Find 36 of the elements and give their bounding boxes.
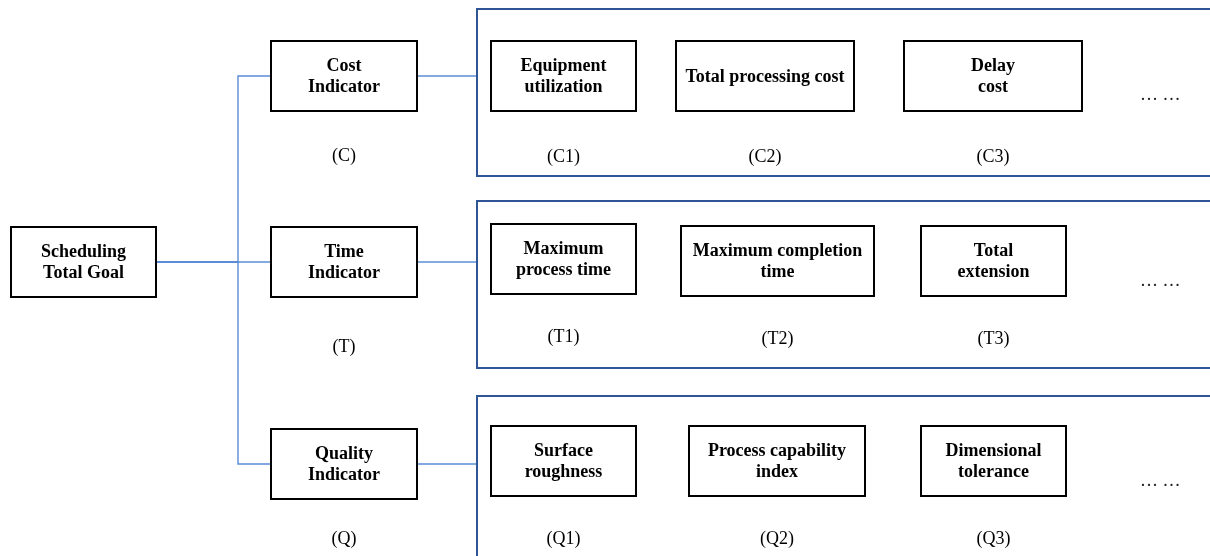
index-label: (T) xyxy=(332,336,356,357)
box-label: Cost Indicator xyxy=(307,55,381,97)
ellipsis-text: … … xyxy=(1140,470,1181,491)
index-label: (C1) xyxy=(547,146,580,167)
index-label: (Q3) xyxy=(976,528,1011,549)
group-panel xyxy=(476,200,1210,369)
index-label: (T1) xyxy=(547,326,580,347)
index-label: (Q1) xyxy=(546,528,581,549)
index-label: (T2) xyxy=(761,328,794,349)
box-label: Process capability index xyxy=(706,440,848,482)
connector-line xyxy=(417,75,477,77)
group-panel xyxy=(476,395,1210,556)
index-label: (T3) xyxy=(977,328,1010,349)
index-label: (C) xyxy=(332,145,356,166)
box-label: Maximum completion time xyxy=(691,240,864,282)
box-label: Surface roughness xyxy=(523,440,604,482)
ellipsis-text: … … xyxy=(1140,270,1181,291)
box-label: Equipment utilization xyxy=(519,55,608,97)
index-label: (C3) xyxy=(976,146,1010,167)
connector-line xyxy=(417,261,477,263)
index-label: (Q) xyxy=(331,528,357,549)
box-label: Total processing cost xyxy=(685,65,845,87)
box-label: Delay cost xyxy=(970,55,1016,97)
box-label: Time Indicator xyxy=(307,241,381,283)
ellipsis-text: … … xyxy=(1140,84,1181,105)
group-panel xyxy=(476,8,1210,177)
index-label: (Q2) xyxy=(760,528,794,549)
connector-line xyxy=(156,261,271,465)
index-label: (C2) xyxy=(748,146,782,167)
box-label: Quality Indicator xyxy=(307,443,381,485)
box-label: Maximum process time xyxy=(514,238,613,280)
box-label: Scheduling Total Goal xyxy=(39,241,127,283)
box-label: Total extension xyxy=(956,240,1031,282)
indicator-box xyxy=(10,226,157,298)
box-label: Dimensional tolerance xyxy=(944,440,1043,482)
connector-line xyxy=(417,463,477,465)
